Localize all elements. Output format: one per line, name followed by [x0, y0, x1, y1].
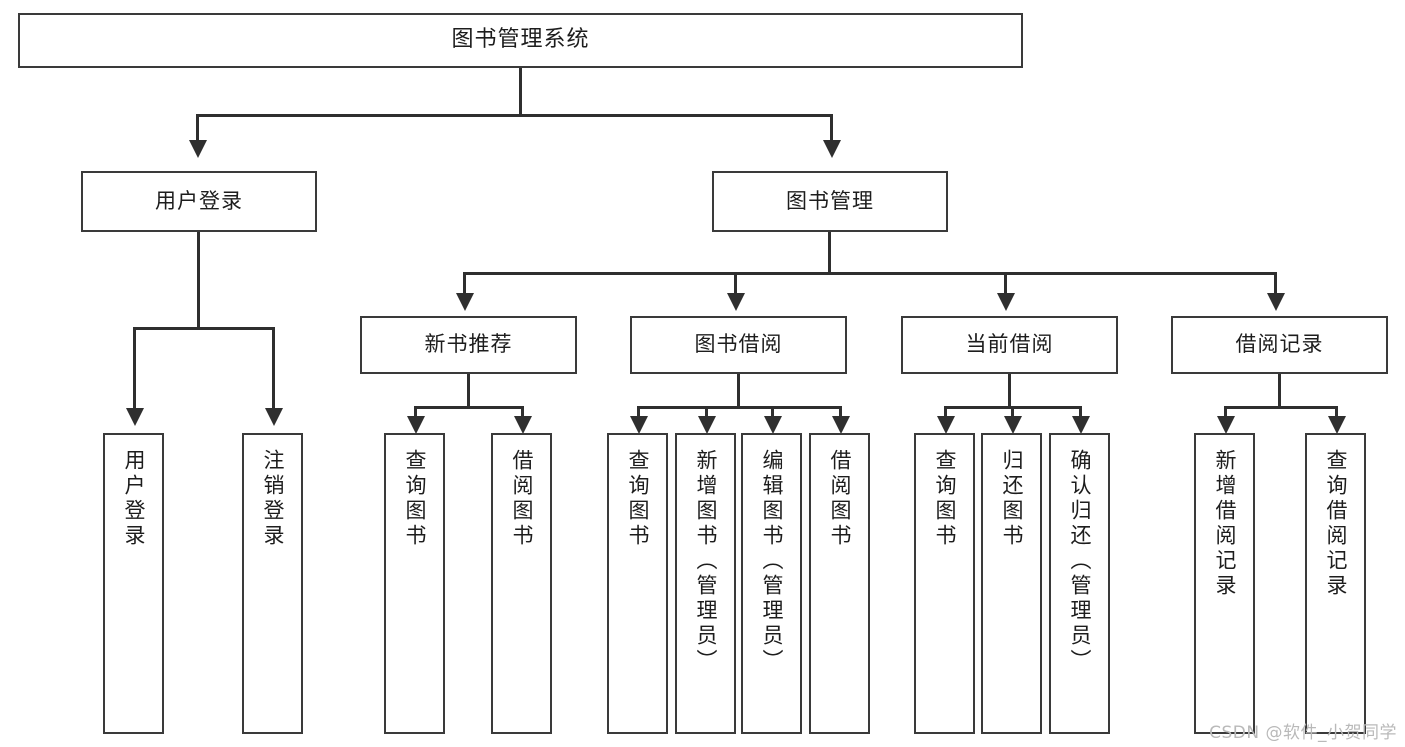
node-current-borrow[interactable]: 当前借阅 [901, 316, 1118, 374]
arrow-to-leaf-confirm-return [1072, 416, 1090, 434]
connector-book-borrow-stem [737, 374, 740, 406]
leaf-label: 用户登录 [122, 449, 146, 549]
arrow-to-book-borrow [727, 293, 745, 311]
connector-cb-branch-1 [944, 406, 947, 418]
arrow-to-leaf-user-login [126, 408, 144, 426]
leaf-return-book[interactable]: 归还图书 [981, 433, 1042, 734]
connector-bm-branch-3 [1004, 272, 1007, 295]
leaf-edit-book-admin[interactable]: 编辑图书（管理员） [741, 433, 802, 734]
leaf-logout[interactable]: 注销登录 [242, 433, 303, 734]
connector-user-login-branch-2 [272, 327, 275, 410]
connector-borrow-record-bus [1224, 406, 1338, 409]
arrow-to-leaf-query-book-nb [407, 416, 425, 434]
node-borrow-record[interactable]: 借阅记录 [1171, 316, 1388, 374]
node-user-login[interactable]: 用户登录 [81, 171, 317, 232]
connector-new-book-stem [467, 374, 470, 406]
connector-br-branch-1 [1224, 406, 1227, 418]
arrow-to-leaf-add-record [1217, 416, 1235, 434]
connector-current-borrow-stem [1008, 374, 1011, 406]
connector-bm-branch-1 [463, 272, 466, 295]
node-label: 当前借阅 [965, 332, 1054, 357]
arrow-to-new-book-recommend [456, 293, 474, 311]
connector-borrow-record-stem [1278, 374, 1281, 406]
connector-user-login-bus [133, 327, 275, 330]
leaf-label: 确认归还（管理员） [1068, 449, 1092, 674]
leaf-query-borrow-record[interactable]: 查询借阅记录 [1305, 433, 1366, 734]
arrow-to-leaf-borrow-book-nb [514, 416, 532, 434]
arrow-to-leaf-query-book-bb [630, 416, 648, 434]
node-label: 图书借阅 [694, 332, 783, 357]
leaf-label: 借阅图书 [510, 449, 534, 549]
leaf-label: 新增借阅记录 [1213, 449, 1237, 599]
connector-new-book-bus [414, 406, 524, 409]
leaf-query-book-borrow[interactable]: 查询图书 [607, 433, 668, 734]
leaf-borrow-book-borrow[interactable]: 借阅图书 [809, 433, 870, 734]
arrow-to-current-borrow [997, 293, 1015, 311]
arrow-to-leaf-logout [265, 408, 283, 426]
leaf-label: 新增图书（管理员） [694, 449, 718, 674]
connector-bm-branch-2 [734, 272, 737, 295]
connector-user-login-stem [197, 232, 200, 327]
leaf-query-book-new-recommend[interactable]: 查询图书 [384, 433, 445, 734]
arrow-to-leaf-query-record [1328, 416, 1346, 434]
arrow-to-leaf-borrow-book-bb [832, 416, 850, 434]
arrow-to-user-login [189, 140, 207, 158]
leaf-query-book-current[interactable]: 查询图书 [914, 433, 975, 734]
node-label: 图书管理 [786, 188, 874, 213]
connector-root-branch-left [196, 114, 199, 142]
leaf-confirm-return-admin[interactable]: 确认归还（管理员） [1049, 433, 1110, 734]
connector-book-management-bus [463, 272, 1277, 275]
connector-root-branch-right [830, 114, 833, 142]
connector-cb-branch-3 [1079, 406, 1082, 418]
node-root-book-management-system[interactable]: 图书管理系统 [18, 13, 1023, 68]
connector-cb-branch-2 [1011, 406, 1014, 418]
arrow-to-book-management [823, 140, 841, 158]
connector-bb-branch-1 [637, 406, 640, 418]
leaf-label: 归还图书 [1000, 449, 1024, 549]
connector-br-branch-2 [1335, 406, 1338, 418]
node-label: 借阅记录 [1235, 332, 1324, 357]
leaf-label: 编辑图书（管理员） [760, 449, 784, 674]
leaf-borrow-book-new-recommend[interactable]: 借阅图书 [491, 433, 552, 734]
node-new-book-recommend[interactable]: 新书推荐 [360, 316, 577, 374]
leaf-label: 注销登录 [261, 449, 285, 549]
connector-root-stem [519, 68, 522, 114]
arrow-to-leaf-edit-book [764, 416, 782, 434]
connector-book-management-stem [828, 232, 831, 272]
connector-bb-branch-2 [705, 406, 708, 418]
connector-book-borrow-bus [637, 406, 842, 409]
node-label: 新书推荐 [424, 332, 513, 357]
node-label: 用户登录 [155, 188, 243, 213]
connector-user-login-branch-1 [133, 327, 136, 410]
leaf-add-book-admin[interactable]: 新增图书（管理员） [675, 433, 736, 734]
connector-bb-branch-4 [839, 406, 842, 418]
connector-bm-branch-4 [1274, 272, 1277, 295]
leaf-label: 查询借阅记录 [1324, 449, 1348, 599]
leaf-label: 查询图书 [403, 449, 427, 549]
connector-root-bus [196, 114, 833, 117]
connector-bb-branch-3 [771, 406, 774, 418]
leaf-user-login[interactable]: 用户登录 [103, 433, 164, 734]
leaf-label: 借阅图书 [828, 449, 852, 549]
arrow-to-borrow-record [1267, 293, 1285, 311]
leaf-label: 查询图书 [626, 449, 650, 549]
leaf-label: 查询图书 [933, 449, 957, 549]
node-label: 图书管理系统 [451, 27, 590, 53]
connector-nb-branch-1 [414, 406, 417, 418]
node-book-management[interactable]: 图书管理 [712, 171, 948, 232]
leaf-add-borrow-record[interactable]: 新增借阅记录 [1194, 433, 1255, 734]
arrow-to-leaf-add-book [698, 416, 716, 434]
arrow-to-leaf-query-book-cb [937, 416, 955, 434]
node-book-borrow[interactable]: 图书借阅 [630, 316, 847, 374]
arrow-to-leaf-return-book [1004, 416, 1022, 434]
connector-nb-branch-2 [521, 406, 524, 418]
